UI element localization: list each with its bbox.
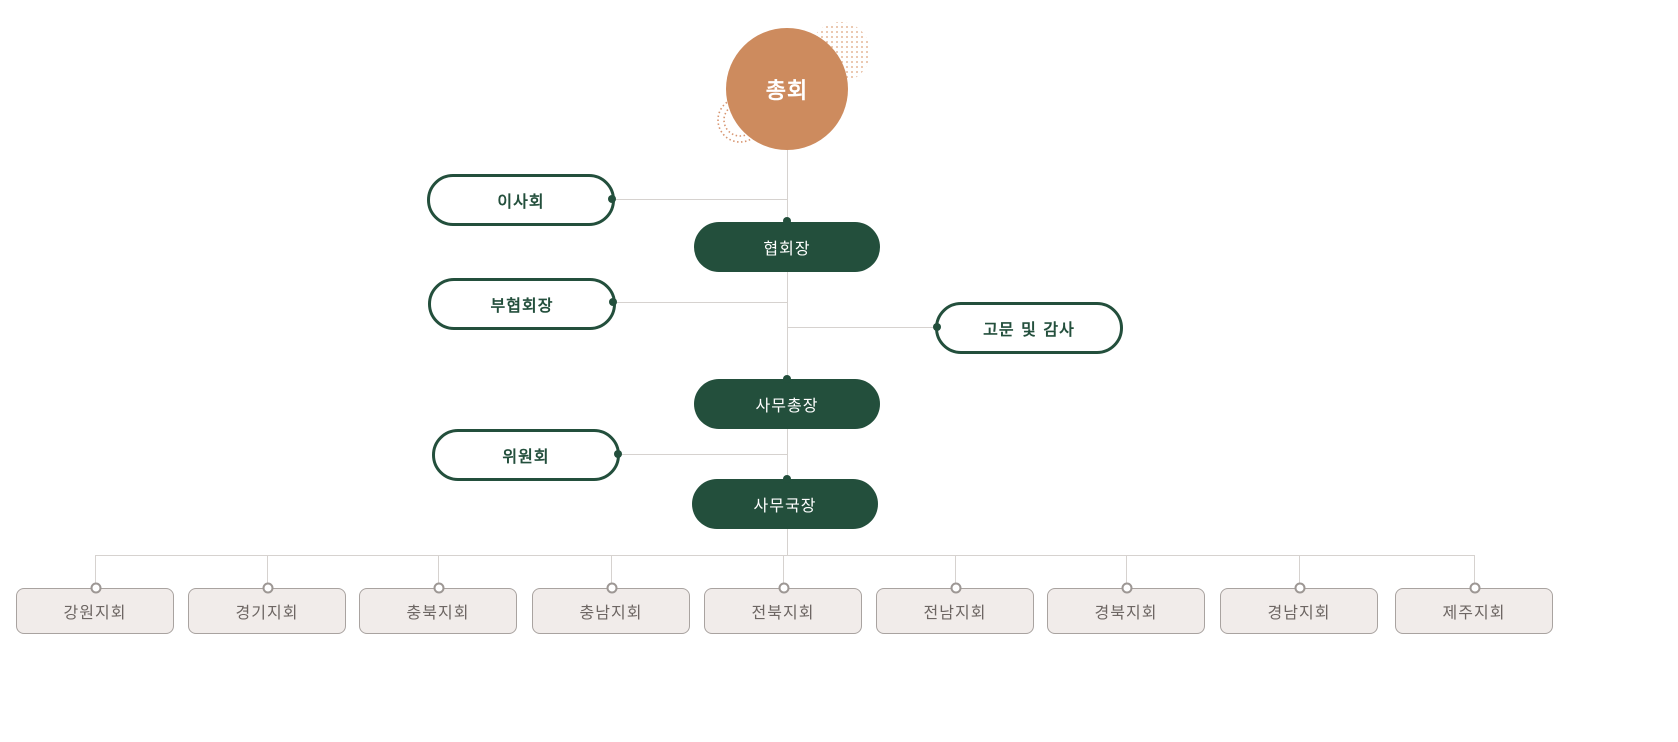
board-node[interactable]: 이사회 <box>427 174 615 226</box>
connector-dot <box>608 195 616 203</box>
connector-ring <box>262 582 274 594</box>
connector-line <box>613 302 787 303</box>
trunk-line <box>787 140 788 555</box>
general-assembly-node[interactable]: 총회 <box>726 28 848 150</box>
branch-node[interactable]: 경남지회 <box>1220 588 1378 634</box>
branch-node[interactable]: 전북지회 <box>704 588 862 634</box>
connector-dot <box>783 375 791 383</box>
connector-line <box>787 327 937 328</box>
connector-ring <box>433 582 445 594</box>
connector-line <box>612 199 787 200</box>
office-director-node[interactable]: 사무국장 <box>692 479 878 529</box>
branch-connector-line <box>267 555 268 588</box>
vice-president-node[interactable]: 부협회장 <box>428 278 616 330</box>
branch-connector-line <box>1299 555 1300 588</box>
connector-dot <box>933 323 941 331</box>
connector-ring <box>778 582 790 594</box>
branch-node[interactable]: 충남지회 <box>532 588 690 634</box>
connector-line <box>618 454 787 455</box>
connector-dot <box>614 450 622 458</box>
branch-node[interactable]: 경북지회 <box>1047 588 1205 634</box>
branch-bus-line <box>95 555 1474 556</box>
branch-connector-line <box>438 555 439 588</box>
branch-node[interactable]: 충북지회 <box>359 588 517 634</box>
advisor-auditor-node[interactable]: 고문 및 감사 <box>935 302 1123 354</box>
connector-ring <box>1294 582 1306 594</box>
branch-node[interactable]: 제주지회 <box>1395 588 1553 634</box>
branch-connector-line <box>955 555 956 588</box>
secretary-general-node[interactable]: 사무총장 <box>694 379 880 429</box>
committee-node[interactable]: 위원회 <box>432 429 620 481</box>
branch-connector-line <box>783 555 784 588</box>
branch-connector-line <box>1474 555 1475 588</box>
connector-ring <box>1121 582 1133 594</box>
connector-ring <box>950 582 962 594</box>
branch-node[interactable]: 전남지회 <box>876 588 1034 634</box>
connector-dot <box>609 298 617 306</box>
branch-connector-line <box>95 555 96 588</box>
branch-node[interactable]: 경기지회 <box>188 588 346 634</box>
connector-dot <box>783 475 791 483</box>
connector-ring <box>1469 582 1481 594</box>
president-node[interactable]: 협회장 <box>694 222 880 272</box>
connector-dot <box>783 217 791 225</box>
branch-node[interactable]: 강원지회 <box>16 588 174 634</box>
connector-ring <box>606 582 618 594</box>
connector-ring <box>90 582 102 594</box>
branch-connector-line <box>611 555 612 588</box>
branch-connector-line <box>1126 555 1127 588</box>
